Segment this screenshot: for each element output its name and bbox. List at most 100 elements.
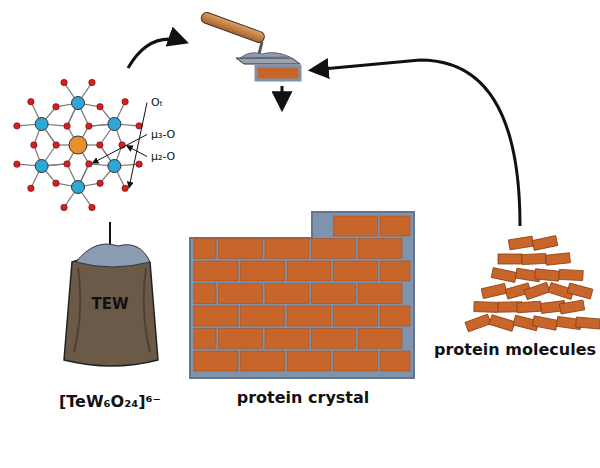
brick bbox=[334, 306, 378, 326]
atom-label: Oₜ bbox=[150, 96, 164, 109]
illustration-node: protein molecules bbox=[440, 228, 600, 368]
mortar bbox=[190, 212, 414, 378]
o-atom bbox=[97, 180, 103, 186]
brick bbox=[358, 329, 402, 349]
brick bbox=[517, 301, 542, 313]
illustration-node: protein crystal bbox=[190, 208, 416, 418]
leader-arrow bbox=[93, 135, 147, 163]
curved-arrow bbox=[312, 60, 520, 226]
brick bbox=[489, 315, 515, 332]
brick bbox=[194, 284, 216, 304]
brick bbox=[219, 239, 263, 259]
brick bbox=[287, 351, 331, 371]
o-atom bbox=[122, 98, 128, 104]
brick bbox=[535, 269, 560, 281]
w-atom bbox=[108, 160, 121, 173]
brick bbox=[312, 284, 356, 304]
sack bbox=[64, 244, 158, 366]
o-atom bbox=[89, 79, 95, 85]
brick bbox=[522, 253, 546, 264]
brick bbox=[546, 253, 571, 265]
brick bbox=[491, 268, 517, 283]
atom-label: μ₂-O bbox=[150, 150, 176, 163]
brick bbox=[334, 216, 378, 236]
o-atom bbox=[28, 185, 34, 191]
brick bbox=[287, 306, 331, 326]
brick bbox=[474, 302, 498, 313]
o-atom bbox=[31, 142, 37, 148]
w-atom bbox=[108, 118, 121, 131]
brick bbox=[287, 261, 331, 281]
brick bbox=[559, 300, 584, 314]
brick bbox=[194, 329, 216, 349]
brick bbox=[219, 329, 263, 349]
brick bbox=[194, 261, 238, 281]
caption-label: protein molecules bbox=[434, 340, 596, 359]
o-atom bbox=[14, 123, 20, 129]
brick bbox=[576, 317, 600, 329]
brick-wall bbox=[190, 212, 414, 378]
brick bbox=[194, 306, 238, 326]
brick bbox=[524, 282, 550, 299]
brick bbox=[358, 239, 402, 259]
illustration-node: TEW [TeW₆O₂₄]⁶⁻ bbox=[60, 250, 160, 420]
curved-arrow bbox=[128, 39, 185, 68]
brick bbox=[194, 351, 238, 371]
brick bbox=[465, 314, 491, 332]
caption-label: protein crystal bbox=[237, 388, 370, 407]
o-atom bbox=[136, 161, 142, 167]
w-atom bbox=[72, 97, 85, 110]
brick bbox=[219, 284, 263, 304]
o-atom bbox=[28, 98, 34, 104]
brick bbox=[241, 261, 285, 281]
o-atom bbox=[53, 142, 59, 148]
trowel bbox=[200, 11, 300, 80]
te-atom bbox=[69, 136, 87, 154]
brick bbox=[194, 239, 216, 259]
brick bbox=[532, 236, 558, 251]
brick bbox=[559, 269, 583, 280]
leader-arrow bbox=[127, 146, 147, 157]
down-arrow bbox=[281, 86, 284, 108]
o-atom bbox=[122, 185, 128, 191]
brick bbox=[241, 351, 285, 371]
o-atom bbox=[86, 123, 92, 129]
brick bbox=[265, 239, 309, 259]
brick bbox=[358, 284, 402, 304]
brick bbox=[481, 283, 507, 298]
brick bbox=[498, 254, 522, 264]
w-atom bbox=[35, 160, 48, 173]
o-atom bbox=[89, 204, 95, 210]
atom-label: μ₃-O bbox=[150, 128, 176, 141]
caption-label: [TeW₆O₂₄]⁶⁻ bbox=[59, 392, 161, 411]
brick bbox=[508, 236, 533, 250]
o-atom bbox=[97, 104, 103, 110]
o-atom bbox=[86, 161, 92, 167]
o-atom bbox=[53, 104, 59, 110]
brick bbox=[312, 329, 356, 349]
brick bbox=[380, 306, 410, 326]
brick bbox=[380, 351, 410, 371]
o-atom bbox=[61, 79, 67, 85]
brick bbox=[532, 316, 557, 330]
brick bbox=[380, 216, 410, 236]
brick bbox=[241, 306, 285, 326]
w-atom bbox=[72, 181, 85, 194]
o-atom bbox=[61, 204, 67, 210]
brick bbox=[312, 239, 356, 259]
molecule-structure bbox=[14, 79, 143, 210]
o-atom bbox=[64, 161, 70, 167]
brick bbox=[334, 351, 378, 371]
brick bbox=[265, 284, 309, 304]
brick bbox=[567, 283, 593, 299]
brick bbox=[334, 261, 378, 281]
leader-arrow bbox=[129, 103, 147, 188]
o-atom bbox=[97, 142, 103, 148]
sack-label: TEW bbox=[91, 295, 128, 313]
o-atom bbox=[64, 123, 70, 129]
o-atom bbox=[53, 180, 59, 186]
brick bbox=[380, 261, 410, 281]
o-atom bbox=[14, 161, 20, 167]
w-atom bbox=[35, 118, 48, 131]
